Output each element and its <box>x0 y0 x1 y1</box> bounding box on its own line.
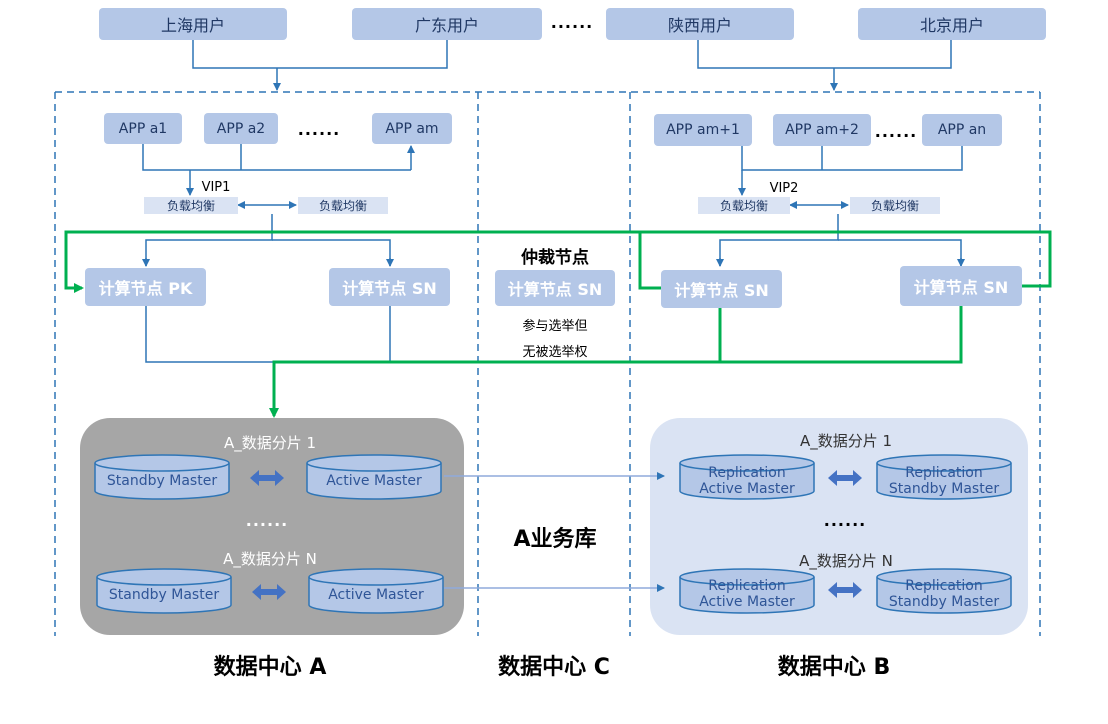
cylinder-active-1 <box>306 454 442 500</box>
standby-master-label: Standby Master <box>888 481 1000 497</box>
cylinder-standby-n <box>96 568 232 614</box>
dc-a-standby-master-1: Standby Master <box>106 473 218 489</box>
active-master-label: Active Master <box>699 594 795 610</box>
replication-arrows <box>444 472 665 592</box>
dc-a-apps-ellipsis: ...... <box>297 119 341 139</box>
bidirectional-arrows <box>250 470 862 600</box>
dc-b-repl-standby-1: Replication Standby Master <box>877 465 1011 497</box>
dc-a-active-master-n: Active Master <box>328 587 424 603</box>
repl-label: Replication <box>905 578 983 594</box>
dc-b-compute-node-sn-2: 计算节点 SN <box>900 266 1022 306</box>
dc-b-repl-standby-n: Replication Standby Master <box>877 578 1011 610</box>
arbiter-compute-node: 计算节点 SN <box>495 270 615 306</box>
dc-b-load-balancer-2: 负载均衡 <box>850 197 940 214</box>
users-ellipsis: ...... <box>550 12 594 32</box>
repl-label: Replication <box>708 578 786 594</box>
green-links <box>64 230 1052 418</box>
dc-a-compute-node-pk: 计算节点 PK <box>85 268 206 306</box>
user-connectors <box>192 40 952 91</box>
dc-a-standby-master-n: Standby Master <box>108 587 220 603</box>
standby-master-label: Standby Master <box>888 594 1000 610</box>
arbiter-note-line-1: 参与选举但 <box>522 318 588 334</box>
dc-b-app-m1: APP am+1 <box>654 114 752 146</box>
cylinder-repl-standby-1 <box>876 454 1012 500</box>
repl-label: Replication <box>905 465 983 481</box>
dc-a-shard-1-title: A_数据分片 1 <box>223 433 317 452</box>
dc-b-title: 数据中心 B <box>777 655 891 680</box>
dc-b-shard-1-title: A_数据分片 1 <box>799 431 893 450</box>
cylinder-repl-standby-n <box>876 568 1012 614</box>
active-master-label: Active Master <box>699 481 795 497</box>
user-box-guangdong: 广东用户 <box>352 8 542 40</box>
business-db-label: A业务库 <box>513 527 597 552</box>
dc-a-load-balancer-1: 负载均衡 <box>144 197 238 214</box>
dc-a-app-m: APP am <box>372 113 452 144</box>
cylinder-active-n <box>308 568 444 614</box>
dc-a-vip-label: VIP1 <box>201 179 231 195</box>
dc-b-app-connectors <box>716 146 965 267</box>
dc-b-app-m2: APP am+2 <box>773 114 871 146</box>
dc-a-shards-ellipsis: ...... <box>245 510 289 530</box>
dc-b-shards-ellipsis: ...... <box>823 510 867 530</box>
dc-b-load-balancer-1: 负载均衡 <box>698 197 790 214</box>
dc-b-cylinders <box>679 454 1012 614</box>
dc-b-repl-active-n: Replication Active Master <box>680 578 814 610</box>
dc-b-apps-ellipsis: ...... <box>874 121 918 141</box>
dc-a-cylinders <box>94 454 444 614</box>
dc-a-active-master-1: Active Master <box>326 473 422 489</box>
repl-label: Replication <box>708 465 786 481</box>
dc-b-repl-active-1: Replication Active Master <box>680 465 814 497</box>
dc-a-title: 数据中心 A <box>213 655 327 680</box>
dc-a-app-2: APP a2 <box>204 113 278 144</box>
arbiter-heading: 仲裁节点 <box>521 247 589 268</box>
user-box-shaanxi: 陕西用户 <box>606 8 794 40</box>
cylinder-repl-active-1 <box>679 454 815 500</box>
cylinder-standby-1 <box>94 454 230 500</box>
dc-b-compute-node-sn-1: 计算节点 SN <box>661 270 782 308</box>
dc-b-shard-n-title: A_数据分片 N <box>799 551 893 570</box>
dc-a-compute-node-sn: 计算节点 SN <box>329 268 450 306</box>
datacenter-borders <box>54 91 1041 636</box>
cylinder-repl-active-n <box>679 568 815 614</box>
dc-c-title: 数据中心 C <box>498 655 610 680</box>
arbiter-note-line-2: 无被选举权 <box>522 344 588 360</box>
user-box-beijing: 北京用户 <box>858 8 1046 40</box>
dc-a-shard-n-title: A_数据分片 N <box>223 549 317 568</box>
dc-a-load-balancer-2: 负载均衡 <box>298 197 388 214</box>
dc-a-app-1: APP a1 <box>104 113 182 144</box>
dc-a-app-connectors <box>142 144 415 267</box>
dc-b-app-n: APP an <box>922 114 1002 146</box>
user-box-shanghai: 上海用户 <box>99 8 287 40</box>
dc-b-vip-label: VIP2 <box>769 180 799 196</box>
